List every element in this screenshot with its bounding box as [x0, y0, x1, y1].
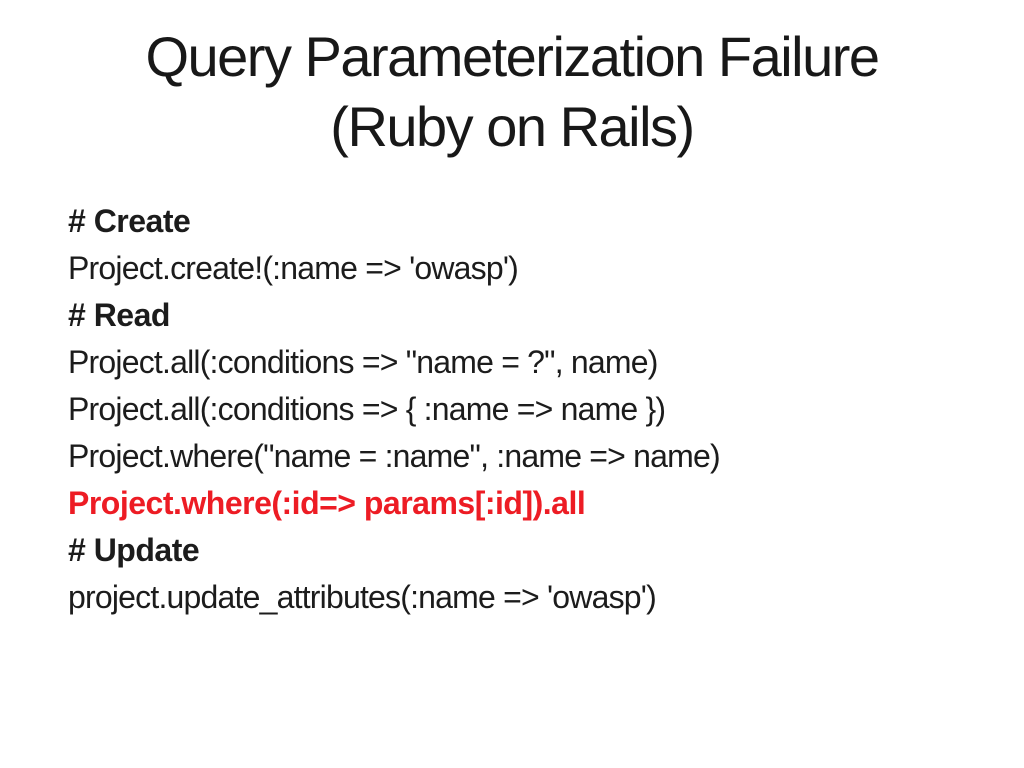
code-line: Project.where("name = :name", :name => n…: [68, 438, 721, 474]
slide-title-line-2: (Ruby on Rails): [330, 95, 695, 158]
code-line: # Create: [68, 203, 191, 239]
code-line: Project.all(:conditions => "name = ?", n…: [68, 344, 658, 380]
slide-title-line-1: Query Parameterization Failure: [145, 25, 880, 88]
code-line: project.update_attributes(:name => 'owas…: [68, 579, 657, 615]
code-line: # Update: [68, 532, 200, 568]
code-line: Project.create!(:name => 'owasp'): [68, 250, 519, 286]
slide-title: Query Parameterization Failure (Ruby on …: [0, 22, 1024, 162]
code-line: Project.where(:id=> params[:id]).all: [68, 485, 586, 521]
code-line: Project.all(:conditions => { :name => na…: [68, 391, 666, 427]
code-line: # Read: [68, 297, 170, 333]
